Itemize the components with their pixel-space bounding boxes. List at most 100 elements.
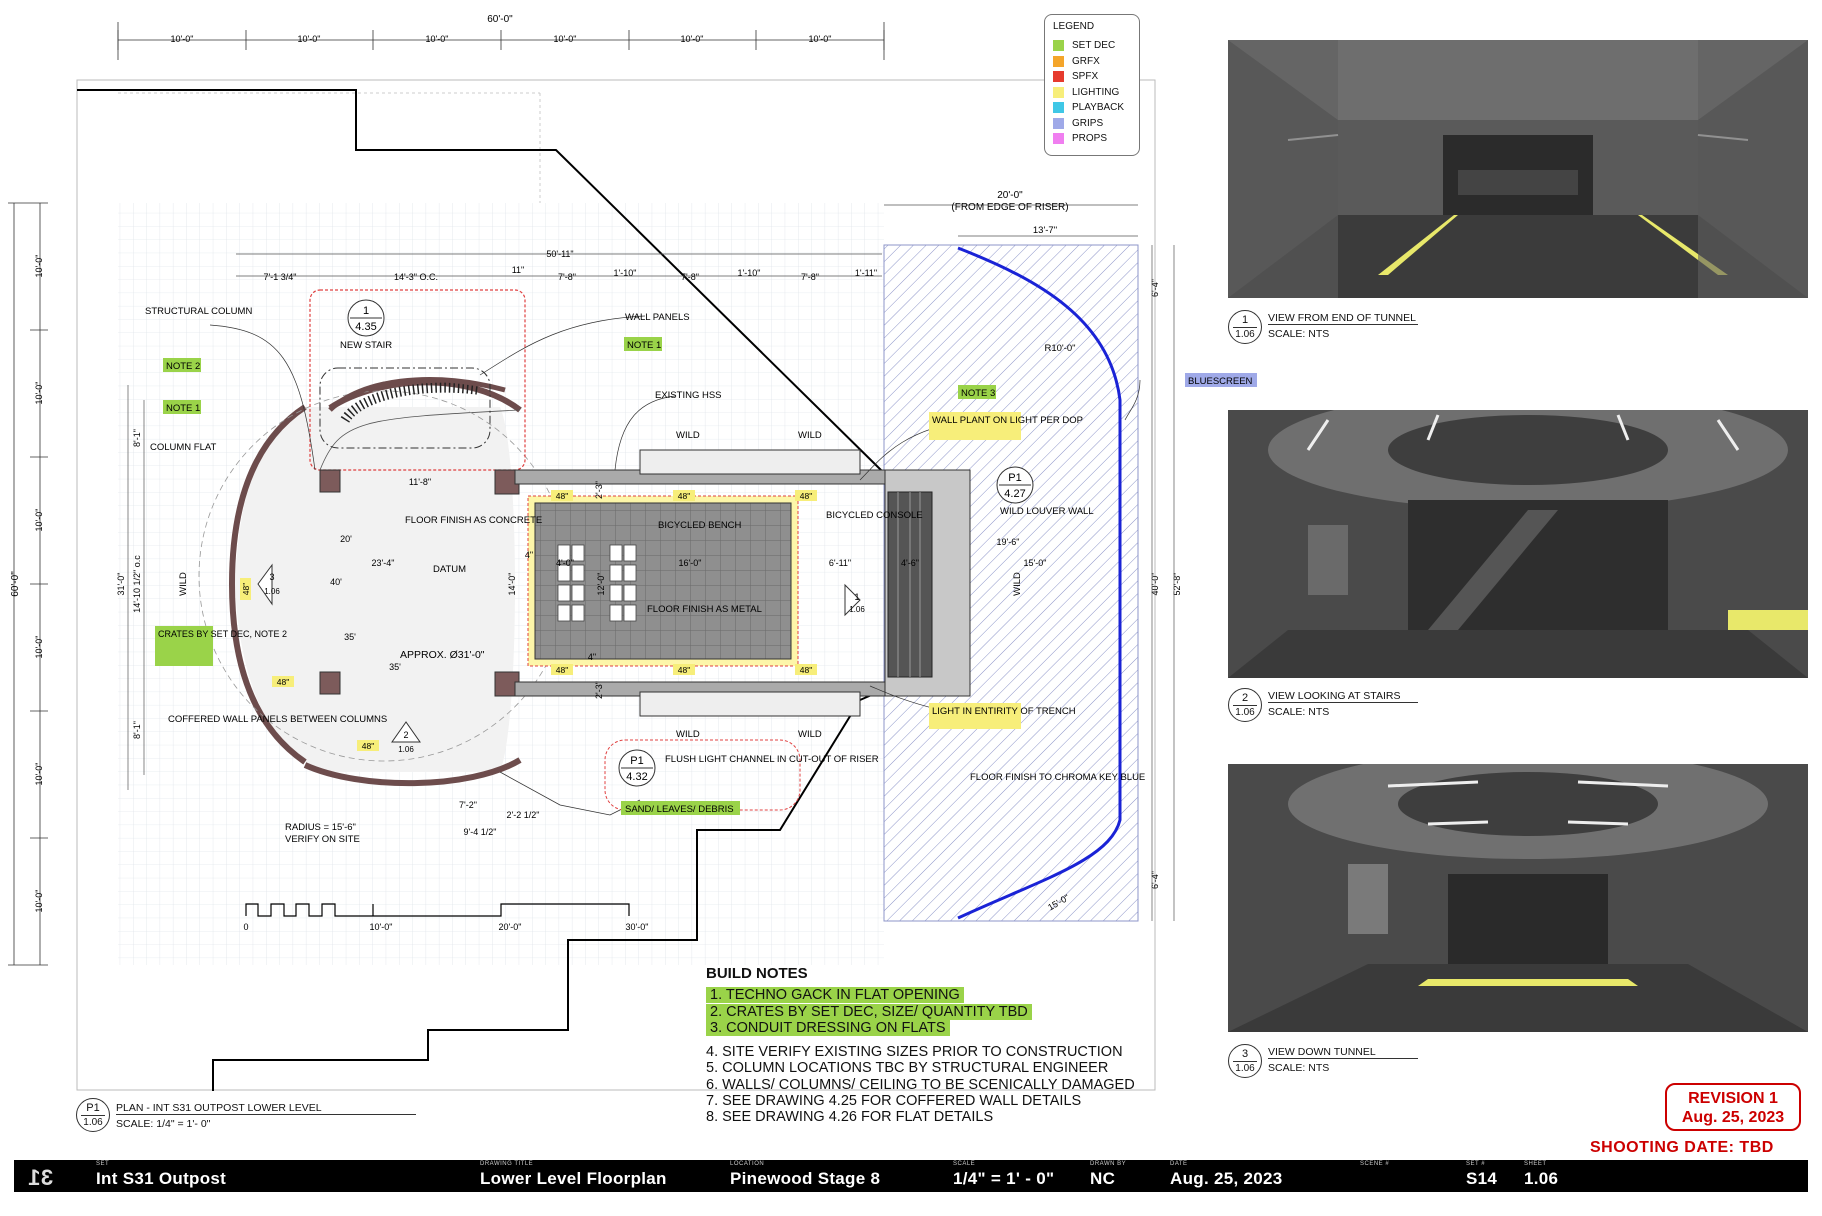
- stair-cloud: [309, 289, 526, 471]
- radius-label: RADIUS = 15'-6": [285, 822, 356, 833]
- dim-4in-a: 4": [525, 550, 533, 560]
- render-view-2: [1228, 410, 1808, 678]
- dim-6-11: 6'-11": [829, 558, 851, 568]
- plan-scale: SCALE: 1/4" = 1'- 0": [116, 1118, 211, 1130]
- build-note: 3. CONDUIT DRESSING ON FLATS: [706, 1019, 950, 1036]
- shooting-date: SHOOTING DATE: TBD: [1590, 1139, 1774, 1156]
- tag-48-4: 48": [556, 665, 568, 675]
- tag-48-1: 48": [556, 491, 568, 501]
- dim-23-4: 23'-4": [372, 558, 395, 568]
- legend-swatch: [1053, 71, 1064, 83]
- legend-item-lighting: LIGHTING: [1053, 85, 1131, 101]
- dim-top-total: 60'-0": [487, 14, 513, 25]
- date-caption: DATE: [1170, 1161, 1188, 1167]
- legend-label: GRFX: [1072, 55, 1100, 67]
- structural-column-label: STRUCTURAL COLUMN: [145, 306, 252, 317]
- set-name: Int S31 Outpost: [96, 1169, 227, 1188]
- dim-2-3a: 2'-3": [594, 481, 604, 499]
- dim-angle-40: 40': [330, 577, 342, 587]
- legend-title: LEGEND: [1053, 21, 1095, 32]
- build-note: 2. CRATES BY SET DEC, SIZE/ QUANTITY TBD: [706, 1003, 1032, 1020]
- crates-tag: [155, 626, 213, 666]
- structural-column-1: [319, 469, 341, 493]
- dim-9-4: 9'-4 1/2": [464, 827, 497, 837]
- drawing-title: Lower Level Floorplan: [480, 1169, 667, 1188]
- dim-1-11: 1'-11": [855, 268, 877, 278]
- dim-50-11: 50'-11": [546, 249, 573, 259]
- date-value: Aug. 25, 2023: [1170, 1169, 1283, 1188]
- view-title: VIEW FROM END OF TUNNEL: [1268, 312, 1418, 325]
- build-notes: BUILD NOTES 1. TECHNO GACK IN FLAT OPENI…: [706, 965, 1135, 1126]
- stair-rail: [328, 377, 506, 412]
- scale-30: 30'-0": [626, 922, 649, 932]
- dim-1-10b: 1'-10": [738, 268, 761, 278]
- dim-top-5: 10'-0": [681, 34, 704, 44]
- dim-7-8a: 7'-8": [558, 272, 576, 282]
- scene-caption: SCENE #: [1360, 1161, 1390, 1167]
- bicycled-bench-label: BICYCLED BENCH: [658, 520, 742, 531]
- wild-label-3: WILD: [676, 729, 700, 740]
- coffered-label: COFFERED WALL PANELS BETWEEN COLUMNS: [168, 714, 387, 725]
- wild-louver-label: WILD LOUVER WALL: [1000, 506, 1094, 517]
- build-note: 4. SITE VERIFY EXISTING SIZES PRIOR TO C…: [706, 1044, 1123, 1061]
- verify-label: VERIFY ON SITE: [285, 834, 360, 845]
- dim-2-2: 2'-2 1/2": [507, 810, 540, 820]
- riser-radius-label: R10'-0": [1044, 343, 1075, 354]
- dim-4-0: 4'-0": [556, 558, 574, 568]
- dim-left-1: 10'-0": [34, 255, 44, 278]
- sheet-caption: SHEET: [1524, 1161, 1547, 1167]
- dim-left-total: 60'-0": [10, 571, 21, 597]
- note1b-label: NOTE 1: [627, 340, 661, 351]
- render-view-1: [1228, 40, 1808, 298]
- dim-left-6: 10'-0": [34, 890, 44, 913]
- revision-label: REVISION 1: [1688, 1090, 1778, 1107]
- legend-swatch: [1053, 40, 1064, 52]
- structural-column-2: [319, 671, 341, 695]
- bubble-louver-top: P1: [1008, 472, 1021, 484]
- dim-top-6: 10'-0": [809, 34, 832, 44]
- view-scale: SCALE: NTS: [1268, 706, 1330, 718]
- datum-label: DATUM: [433, 564, 466, 575]
- dim-top-2: 10'-0": [298, 34, 321, 44]
- sand-tag: [621, 801, 740, 815]
- scale-value: 1/4" = 1' - 0": [953, 1169, 1055, 1188]
- legend-swatch: [1053, 86, 1064, 98]
- tag-48-5: 48": [678, 665, 690, 675]
- legend-item-spfx: SPFX: [1053, 69, 1131, 85]
- light-trench-label: LIGHT IN ENTIRITY OF TRENCH: [932, 706, 1076, 717]
- wild-label-6: WILD: [1012, 572, 1023, 596]
- wild-label-2: WILD: [798, 430, 822, 441]
- dim-top-4: 10'-0": [554, 34, 577, 44]
- scale-20: 20'-0": [499, 922, 522, 932]
- legend-label: SET DEC: [1072, 40, 1116, 52]
- dim-19-6: 19'-6": [997, 537, 1020, 547]
- setno-caption: SET #: [1466, 1161, 1486, 1167]
- view-title: VIEW DOWN TUNNEL: [1268, 1046, 1418, 1059]
- view1-top: 1: [854, 592, 859, 602]
- dim-16-0: 16'-0": [679, 558, 702, 568]
- light-trench-tag: [929, 703, 1021, 729]
- wall-plant-label: WALL PLANT ON LIGHT PER DOP: [932, 415, 1083, 426]
- scale-caption: SCALE: [953, 1161, 976, 1167]
- dim-7-8b: 7'-8": [681, 272, 699, 282]
- logo-mark: 31: [28, 1165, 54, 1190]
- dim-left-14: 14'-10 1/2" o.c: [132, 555, 142, 613]
- dim-4-6: 4'-6": [901, 558, 919, 568]
- note2-label: NOTE 2: [166, 361, 200, 372]
- build-note: 6. WALLS/ COLUMNS/ CEILING TO BE SCENICA…: [706, 1076, 1135, 1093]
- bluescreen-label: BLUESCREEN: [1188, 376, 1253, 387]
- note3-tag: [958, 385, 996, 399]
- dim-riser-13-7: 13'-7": [1033, 225, 1057, 236]
- rotunda-bottom-wall: [303, 757, 522, 787]
- view-scale: SCALE: NTS: [1268, 328, 1330, 340]
- tag-48-6: 48": [800, 665, 812, 675]
- dim-2-3b: 2'-3": [594, 681, 604, 699]
- dim-12-0: 12'-0": [596, 573, 606, 596]
- view1-bottom: 1.06: [849, 605, 865, 614]
- location: Pinewood Stage 8: [730, 1169, 881, 1188]
- crates-label: CRATES BY SET DEC, NOTE 2: [158, 629, 287, 639]
- dim-top-1: 10'-0": [171, 34, 194, 44]
- dim-4in-b: 4": [588, 652, 596, 662]
